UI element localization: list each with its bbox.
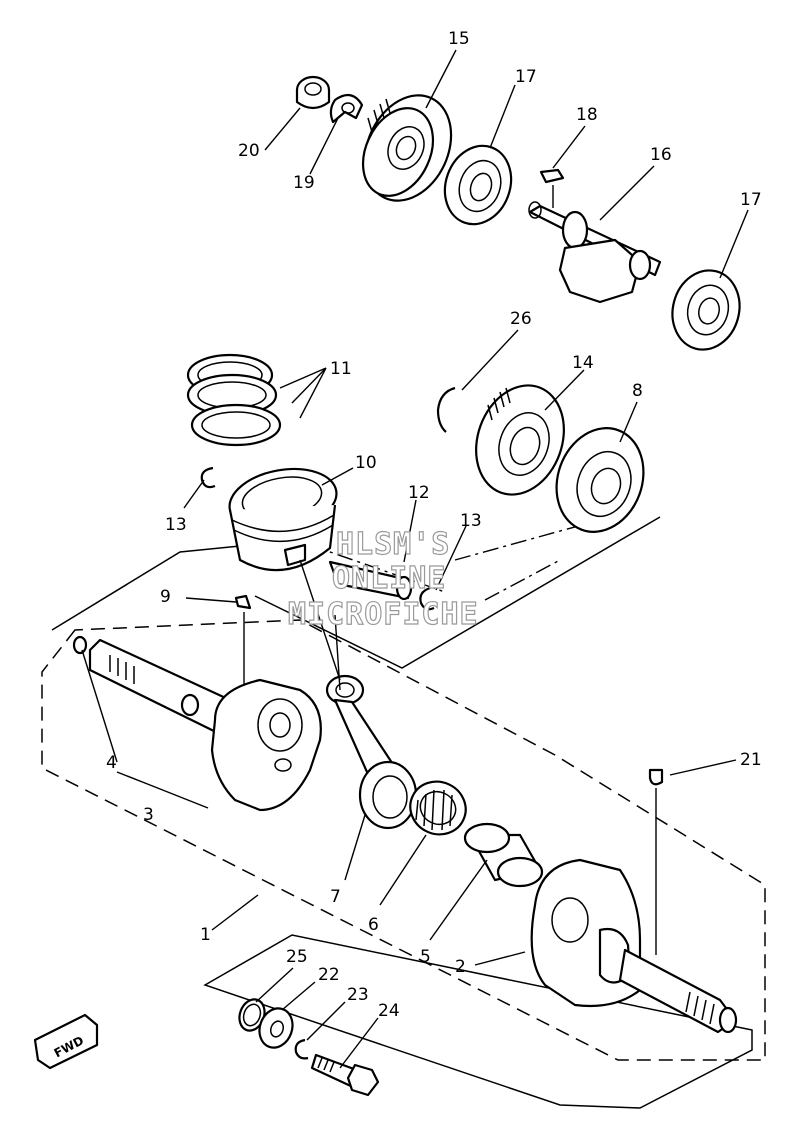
crank-right-part-2[interactable] <box>530 858 738 1034</box>
callout-20: 20 <box>238 141 260 161</box>
circlip-part-26[interactable] <box>436 386 456 433</box>
nut-part-20[interactable] <box>295 75 331 110</box>
callout-9: 9 <box>160 587 171 607</box>
callout-25: 25 <box>286 947 308 967</box>
callout-19: 19 <box>293 173 315 193</box>
watermark-line-1: HLSM'S <box>336 527 450 562</box>
callout-5: 5 <box>420 947 431 967</box>
drive-gear-part-14[interactable] <box>461 373 578 507</box>
callout-10: 10 <box>355 453 377 473</box>
needle-bearing-part-6[interactable] <box>402 773 475 844</box>
callout-13-right: 13 <box>460 511 482 531</box>
callout-21: 21 <box>740 750 762 770</box>
callout-labels: 15 17 18 16 17 20 19 11 26 14 8 10 13 12… <box>106 29 762 1021</box>
callout-7: 7 <box>330 887 341 907</box>
callout-1: 1 <box>200 925 211 945</box>
washer-group-bracket <box>203 934 753 1109</box>
balancer-shaft-part-16[interactable] <box>528 201 662 304</box>
seal-part-4[interactable] <box>72 635 88 655</box>
callout-8: 8 <box>632 381 643 401</box>
watermark-line-3: MICROFICHE <box>288 597 479 632</box>
washer-part-22[interactable] <box>254 1004 298 1053</box>
piston-ring-set-part-11[interactable] <box>186 353 282 447</box>
circlip-part-13-right[interactable] <box>419 586 435 611</box>
crank-pin-part-5[interactable] <box>463 822 544 888</box>
watermark-line-2: ONLINE <box>332 561 446 596</box>
callout-13-left: 13 <box>165 515 187 535</box>
callout-17-lower: 17 <box>740 190 762 210</box>
circlip-part-23[interactable] <box>294 1038 309 1060</box>
bearing-part-17-lower[interactable] <box>664 263 748 357</box>
woodruff-key-part-21[interactable] <box>648 768 664 786</box>
piston-part-10[interactable] <box>225 461 342 572</box>
leader-lines <box>81 49 749 1069</box>
callout-3: 3 <box>143 805 154 825</box>
woodruff-key-part-18[interactable] <box>539 168 565 184</box>
forward-direction-badge: FWD <box>33 1013 99 1070</box>
callout-17-upper: 17 <box>515 67 537 87</box>
callout-4: 4 <box>106 753 117 773</box>
watermark: HLSM'S ONLINE MICROFICHE <box>287 526 479 632</box>
callout-18: 18 <box>576 105 598 125</box>
callout-12: 12 <box>408 483 430 503</box>
callout-16: 16 <box>650 145 672 165</box>
connecting-rod-part-7[interactable] <box>325 674 418 830</box>
bolt-part-24[interactable] <box>310 1053 380 1097</box>
woodruff-key-part-9[interactable] <box>234 594 252 610</box>
crank-left-part-3[interactable] <box>88 638 322 812</box>
bearing-part-17-upper[interactable] <box>434 136 522 233</box>
callout-14: 14 <box>572 353 594 373</box>
lock-washer-part-19[interactable] <box>329 93 364 124</box>
bearing-part-8[interactable] <box>542 416 657 544</box>
callout-23: 23 <box>347 985 369 1005</box>
callout-22: 22 <box>318 965 340 985</box>
circlip-part-13-left[interactable] <box>200 466 216 489</box>
callout-15: 15 <box>448 29 470 49</box>
piston-pin-part-12[interactable] <box>328 560 413 601</box>
callout-6: 6 <box>368 915 379 935</box>
callout-11: 11 <box>330 359 352 379</box>
callout-26: 26 <box>510 309 532 329</box>
callout-2: 2 <box>455 957 466 977</box>
callout-24: 24 <box>378 1001 400 1021</box>
